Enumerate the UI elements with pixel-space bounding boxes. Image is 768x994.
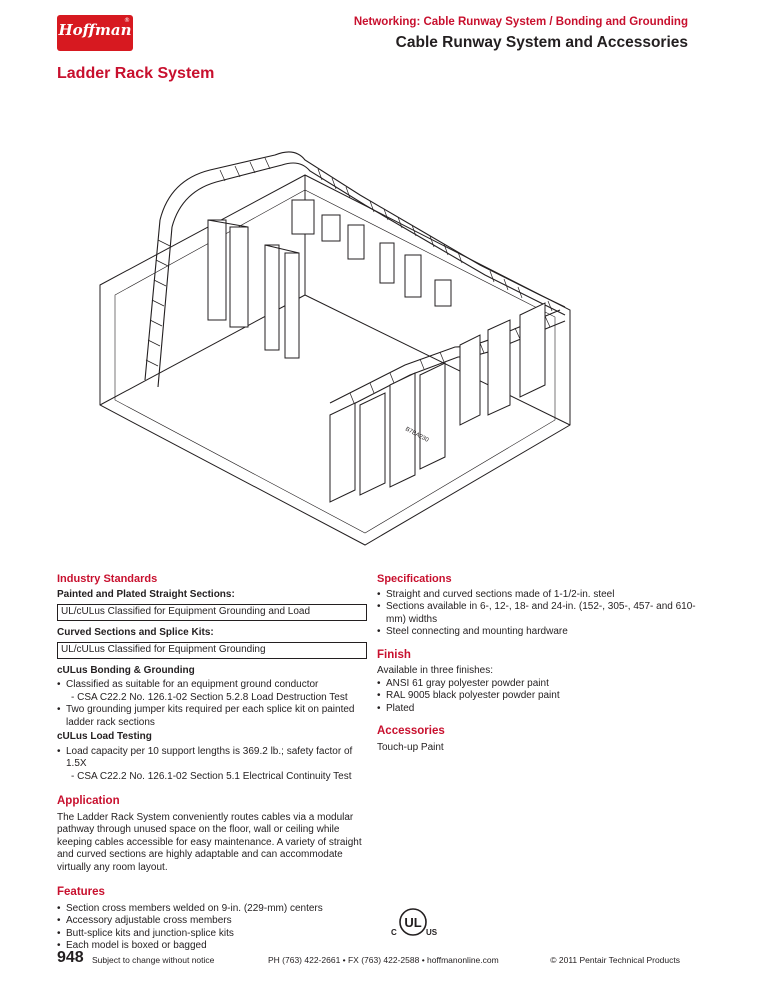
list-item: Steel connecting and mounting hardware xyxy=(377,626,697,639)
features-heading: Features xyxy=(57,886,105,898)
list-item: ANSI 61 gray polyester powder paint xyxy=(377,678,697,691)
hoffman-logo: Hoffman ® xyxy=(57,15,133,51)
footer-notice: Subject to change without notice xyxy=(92,955,215,965)
list-item: Each model is boxed or bagged xyxy=(57,940,367,953)
painted-sections-box: UL/cULus Classified for Equipment Ground… xyxy=(57,604,367,621)
accessories-text: Touch-up Paint xyxy=(377,741,444,753)
finish-intro: Available in three finishes: xyxy=(377,665,493,676)
industry-standards-heading: Industry Standards xyxy=(57,573,158,585)
page-number: 948 xyxy=(57,949,84,966)
left-column: Industry Standards Painted and Plated St… xyxy=(57,573,367,953)
list-item: Classified as suitable for an equipment … xyxy=(57,679,367,692)
load-testing-heading: cULus Load Testing xyxy=(57,731,152,742)
specifications-heading: Specifications xyxy=(377,573,452,585)
load-sub-item: - CSA C22.2 No. 126.1-02 Section 5.1 Ele… xyxy=(71,770,352,782)
finish-heading: Finish xyxy=(377,648,411,661)
logo-text: Hoffman xyxy=(58,21,132,39)
section-title: Ladder Rack System xyxy=(57,65,215,82)
ladder-rack-illustration: B7BA230 xyxy=(99,151,571,546)
page-title: Cable Runway System and Accessories xyxy=(395,34,688,51)
application-text: The Ladder Rack System conveniently rout… xyxy=(57,811,362,873)
list-item: Butt-splice kits and junction-splice kit… xyxy=(57,928,367,941)
ul-mark-left: C xyxy=(391,928,397,937)
list-item: Plated xyxy=(377,703,697,716)
curved-sections-box: UL/cULus Classified for Equipment Ground… xyxy=(57,642,367,659)
footer-contact: PH (763) 422-2661 • FX (763) 422-2588 • … xyxy=(268,955,499,965)
ul-mark-right: US xyxy=(426,928,438,937)
ul-mark-center: UL xyxy=(404,915,421,930)
breadcrumb: Networking: Cable Runway System / Bondin… xyxy=(353,16,688,28)
footer-copyright: © 2011 Pentair Technical Products xyxy=(550,955,680,965)
logo-registered-mark: ® xyxy=(124,17,130,24)
application-heading: Application xyxy=(57,795,120,807)
ul-certification-icon: UL C US xyxy=(391,908,438,937)
list-item: Two grounding jumper kits required per e… xyxy=(57,704,367,729)
right-column: Specifications Straight and curved secti… xyxy=(377,573,697,754)
list-item: Sections available in 6-, 12-, 18- and 2… xyxy=(377,601,697,626)
list-item: Section cross members welded on 9-in. (2… xyxy=(57,903,367,916)
painted-sections-heading: Painted and Plated Straight Sections: xyxy=(57,588,235,600)
list-item: RAL 9005 black polyester powder paint xyxy=(377,690,697,703)
bonding-sub-item: - CSA C22.2 No. 126.1-02 Section 5.2.8 L… xyxy=(71,691,348,703)
list-item: Straight and curved sections made of 1-1… xyxy=(377,589,697,602)
bonding-heading: cULus Bonding & Grounding xyxy=(57,664,195,676)
curved-sections-heading: Curved Sections and Splice Kits: xyxy=(57,626,214,638)
list-item: Load capacity per 10 support lengths is … xyxy=(57,746,367,771)
accessories-heading: Accessories xyxy=(377,725,445,737)
list-item: Accessory adjustable cross members xyxy=(57,915,367,928)
